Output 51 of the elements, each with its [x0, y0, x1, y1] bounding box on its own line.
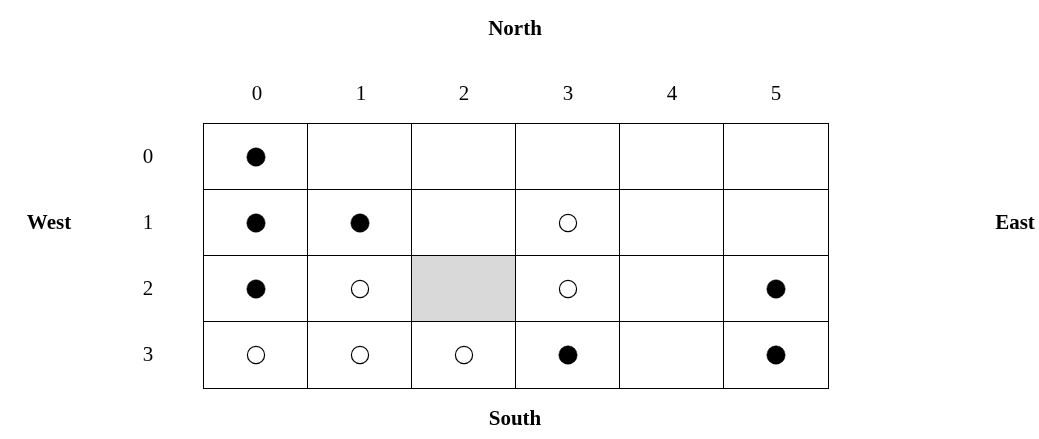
hollow-circle-marker: [453, 344, 474, 365]
grid-cell: [723, 255, 829, 323]
grid-cell: [619, 321, 725, 389]
hollow-circle-marker: [349, 278, 370, 299]
grid-cell: [619, 255, 725, 323]
compass-label: West: [26, 211, 72, 233]
filled-circle-marker: [245, 278, 266, 299]
grid-cell: [515, 255, 621, 323]
filled-circle-marker: [765, 344, 786, 365]
compass-label: East: [995, 211, 1035, 233]
grid-cell: [307, 255, 413, 323]
grid-cell: [411, 321, 517, 389]
column-number: 5: [770, 82, 782, 104]
hollow-circle-marker: [557, 278, 578, 299]
grid-cell: [515, 123, 621, 191]
row-number: 1: [142, 211, 154, 233]
column-number: 1: [355, 82, 367, 104]
grid-cell: [307, 189, 413, 257]
grid-cell: [203, 123, 309, 191]
column-number: 0: [251, 82, 263, 104]
column-number: 3: [562, 82, 574, 104]
filled-circle-marker: [765, 278, 786, 299]
column-number: 2: [458, 82, 470, 104]
column-number: 4: [666, 82, 678, 104]
grid-cell: [203, 255, 309, 323]
filled-circle-marker: [557, 344, 578, 365]
grid-cell: [515, 189, 621, 257]
compass-label: North: [488, 17, 542, 39]
grid-cell: [411, 123, 517, 191]
filled-circle-marker: [245, 212, 266, 233]
grid-cell: [619, 123, 725, 191]
grid-cell: [203, 321, 309, 389]
grid-cell: [307, 321, 413, 389]
grid-cell: [411, 189, 517, 257]
grid-cell: [203, 189, 309, 257]
hollow-circle-marker: [245, 344, 266, 365]
grid-cell: [723, 321, 829, 389]
filled-circle-marker: [245, 146, 266, 167]
grid-cell: [515, 321, 621, 389]
grid-cell: [723, 189, 829, 257]
compass-label: South: [488, 407, 542, 429]
row-number: 2: [142, 277, 154, 299]
hollow-circle-marker: [557, 212, 578, 233]
grid-cell: [723, 123, 829, 191]
shaded-cell: [411, 255, 517, 323]
row-number: 3: [142, 343, 154, 365]
row-number: 0: [142, 145, 154, 167]
hollow-circle-marker: [349, 344, 370, 365]
filled-circle-marker: [349, 212, 370, 233]
grid-cell: [307, 123, 413, 191]
grid-cell: [619, 189, 725, 257]
